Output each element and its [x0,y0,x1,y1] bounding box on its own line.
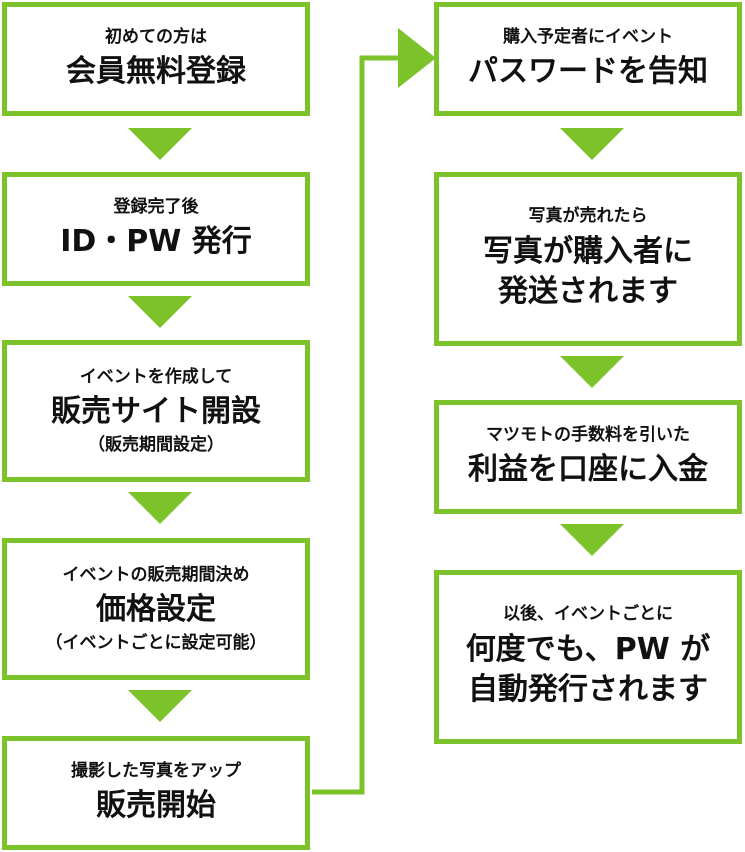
step-3-caption: イベントを作成して [79,366,233,387]
step-8-caption: マツモトの手数料を引いた [486,424,690,445]
step-box-1: 初めての方は 会員無料登録 [2,2,310,116]
step-2-title: ID・PW 発行 [60,223,252,259]
step-box-5: 撮影した写真をアップ 販売開始 [2,736,310,850]
step-3-title: 販売サイト開設 [51,393,261,429]
step-4-note: （イベントごとに設定可能） [45,633,267,654]
step-box-9: 以後、イベントごとに 何度でも、PW が 自動発行されます [434,570,742,744]
down-arrow-2 [128,296,192,328]
down-arrow-3 [128,492,192,524]
step-6-title: パスワードを告知 [468,53,708,89]
step-4-caption: イベントの販売期間決め [62,564,250,585]
step-4-title: 価格設定 [96,591,216,627]
step-9-title-line2: 自動発行されます [468,672,708,708]
step-9-title: 何度でも、PW が [465,631,711,667]
step-box-3: イベントを作成して 販売サイト開設 （販売期間設定） [2,340,310,482]
step-8-title: 利益を口座に入金 [468,451,708,487]
step-6-caption: 購入予定者にイベント [503,26,673,47]
step-7-title-line2: 発送されます [498,274,678,310]
step-7-title: 写真が購入者に [483,233,693,269]
column-connector-line [312,55,410,795]
step-7-caption: 写真が売れたら [528,206,648,227]
step-5-title: 販売開始 [96,787,216,823]
step-9-caption: 以後、イベントごとに [503,604,673,625]
down-arrow-1 [128,128,192,160]
step-1-caption: 初めての方は [105,26,207,47]
down-arrow-6 [560,356,624,388]
step-2-caption: 登録完了後 [113,196,199,217]
step-3-note: （販売期間設定） [88,435,224,456]
step-5-caption: 撮影した写真をアップ [71,760,241,781]
right-arrow [398,28,436,88]
down-arrow-7 [560,524,624,556]
step-box-6: 購入予定者にイベント パスワードを告知 [434,2,742,116]
down-arrow-4 [128,690,192,722]
step-box-8: マツモトの手数料を引いた 利益を口座に入金 [434,400,742,514]
step-box-4: イベントの販売期間決め 価格設定 （イベントごとに設定可能） [2,538,310,680]
step-1-title: 会員無料登録 [66,53,246,89]
step-box-2: 登録完了後 ID・PW 発行 [2,172,310,286]
down-arrow-5 [560,128,624,160]
step-box-7: 写真が売れたら 写真が購入者に 発送されます [434,172,742,346]
